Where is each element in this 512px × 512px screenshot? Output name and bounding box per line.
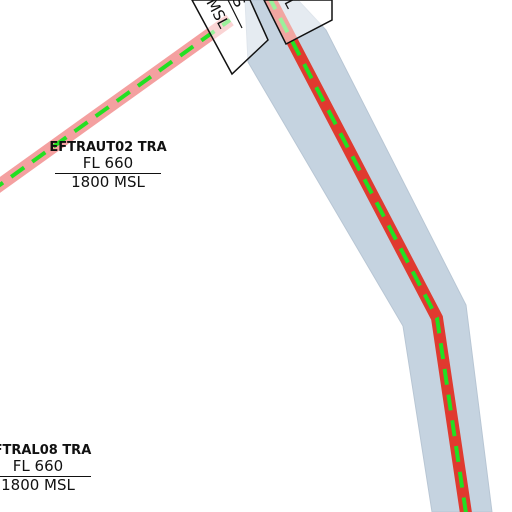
red-route-dashed-line [268, 0, 468, 512]
left-label-divider [227, 0, 243, 29]
area-lower-limit: 1800 MSL [0, 476, 91, 494]
right-label-frame [263, 0, 333, 46]
area-upper-limit: FL 660 [82, 154, 134, 172]
area-label-eftraut02[interactable]: EFTRAUT02 TRA FL 660 1800 MSL [36, 140, 180, 191]
area-lower-limit: 1800 MSL [55, 173, 161, 191]
left-label-frame [191, 0, 269, 76]
top-box-l-text: L [280, 0, 300, 12]
rotated-label-box: MSL S L [191, 0, 333, 76]
area-name: EFTRAL08 TRA [0, 443, 92, 458]
top-box-s-text: S [228, 0, 248, 10]
pink-route-dashed-line [0, 18, 232, 188]
area-upper-limit: FL 660 [12, 457, 64, 475]
area-label-eftral08[interactable]: EFTRAL08 TRA FL 660 1800 MSL [0, 443, 100, 494]
area-name: EFTRAUT02 TRA [49, 140, 167, 155]
